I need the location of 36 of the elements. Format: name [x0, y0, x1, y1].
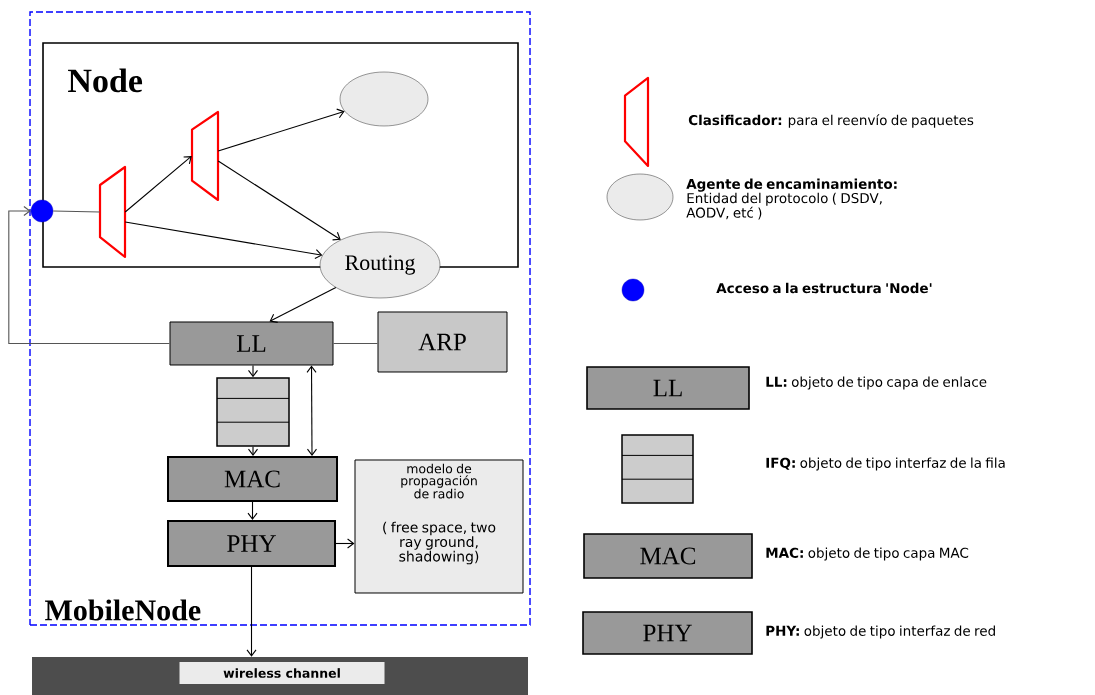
queue-stack	[621, 434, 694, 504]
classifier-symbol	[190, 110, 220, 202]
layer-box: MAC	[583, 533, 753, 579]
layer-box: MAC	[167, 456, 338, 502]
arrow	[306, 365, 318, 456]
classifier-symbol	[623, 76, 650, 168]
layer-box: PHY	[167, 520, 336, 567]
classifier-symbol	[98, 165, 127, 259]
agent-ellipse	[339, 71, 429, 127]
channel-bar: wireless channel	[32, 657, 528, 695]
legend-text: MAC: objeto de tipo capa MAC	[766, 547, 969, 561]
layer-box: LL	[586, 366, 750, 410]
arrow	[124, 221, 323, 260]
arrow	[124, 156, 192, 213]
layer-box: ARP	[377, 311, 508, 373]
arrow	[8, 205, 171, 345]
agent-ellipse	[606, 173, 674, 221]
legend-text: LL: objeto de tipo capa de enlace	[766, 376, 987, 390]
arrow	[269, 287, 337, 323]
legend-text: IFQ: objeto de tipo interfaz de la fila	[766, 457, 1005, 471]
access-point-dot	[621, 278, 645, 302]
arrow	[246, 566, 257, 657]
queue-stack	[216, 377, 290, 447]
layer-box: LL	[169, 321, 334, 366]
legend-text: Agente de encaminamiento: Entidad del protocolo ( DSDV, AODV, etć )	[686, 178, 897, 220]
legend-text: Acceso a la estructura 'Node'	[716, 282, 932, 294]
arrow	[247, 501, 258, 520]
arrow	[217, 108, 345, 152]
legend-text: Clasificador: para el reenvío de paquetes	[688, 114, 974, 128]
legend-text: PHY: objeto de tipo interfaz de red	[766, 625, 995, 639]
layer-box: PHY	[582, 611, 753, 655]
arrow	[217, 160, 341, 241]
note-box: modelo de propagación de radio ( free space, two ray ground, shadowing)	[354, 459, 524, 594]
access-point-dot	[30, 199, 54, 223]
arrow	[247, 364, 259, 378]
arrow	[335, 538, 355, 549]
